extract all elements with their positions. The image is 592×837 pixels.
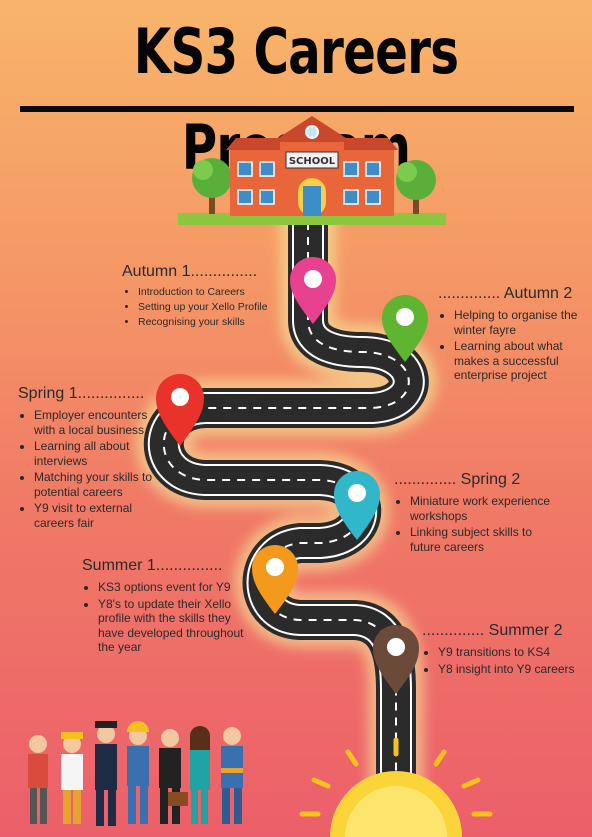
- map-pin-icon: [156, 374, 204, 446]
- list-item: Introduction to Careers: [138, 286, 292, 299]
- list-item: Y8 insight into Y9 careers: [438, 662, 590, 677]
- list-item: Y9 transitions to KS4: [438, 645, 590, 660]
- title-underline: [20, 106, 574, 112]
- list-item: Y8's to update their Xello profile with …: [98, 597, 252, 655]
- sun-icon: [299, 737, 493, 837]
- people-icon: [28, 721, 243, 826]
- list-item: Employer encounters with a local busines…: [34, 408, 154, 437]
- section-summer1: Summer 1............... KS3 options even…: [82, 556, 252, 657]
- school-sign: SCHOOL: [289, 156, 336, 167]
- section-autumn1: Autumn 1............... Introduction to …: [122, 262, 292, 331]
- map-pin-icon: [290, 257, 336, 324]
- list-item: Learning about what makes a successful e…: [454, 339, 578, 383]
- section-heading: Summer 1...............: [82, 557, 223, 574]
- section-spring1: Spring 1............... Employer encount…: [18, 384, 154, 532]
- section-heading: .............. Summer 2: [422, 622, 563, 639]
- list-item: Y9 visit to external careers fair: [34, 501, 154, 530]
- section-summer2: .............. Summer 2 Y9 transitions t…: [422, 621, 590, 678]
- tree-icon: [396, 160, 436, 214]
- section-spring2: .............. Spring 2 Miniature work e…: [394, 470, 564, 556]
- map-pin-icon: [382, 295, 428, 362]
- section-autumn2: .............. Autumn 2 Helping to organ…: [438, 284, 578, 385]
- list-item: Linking subject skills to future careers: [410, 525, 564, 554]
- list-item: Matching your skills to potential career…: [34, 470, 154, 499]
- tree-icon: [192, 158, 232, 214]
- map-pin-icon: [334, 471, 380, 540]
- school-building-icon: [178, 116, 446, 225]
- map-pin-icon: [373, 625, 419, 694]
- list-item: Learning all about interviews: [34, 439, 154, 468]
- list-item: KS3 options event for Y9: [98, 580, 252, 595]
- list-item: Helping to organise the winter fayre: [454, 308, 578, 337]
- section-heading: Autumn 1...............: [122, 263, 258, 280]
- section-heading: .............. Autumn 2: [438, 285, 573, 302]
- list-item: Miniature work experience workshops: [410, 494, 564, 523]
- map-pin-icon: [252, 545, 298, 614]
- list-item: Recognising your skills: [138, 316, 292, 329]
- list-item: Setting up your Xello Profile: [138, 301, 292, 314]
- section-heading: .............. Spring 2: [394, 471, 521, 488]
- section-heading: Spring 1...............: [18, 385, 145, 402]
